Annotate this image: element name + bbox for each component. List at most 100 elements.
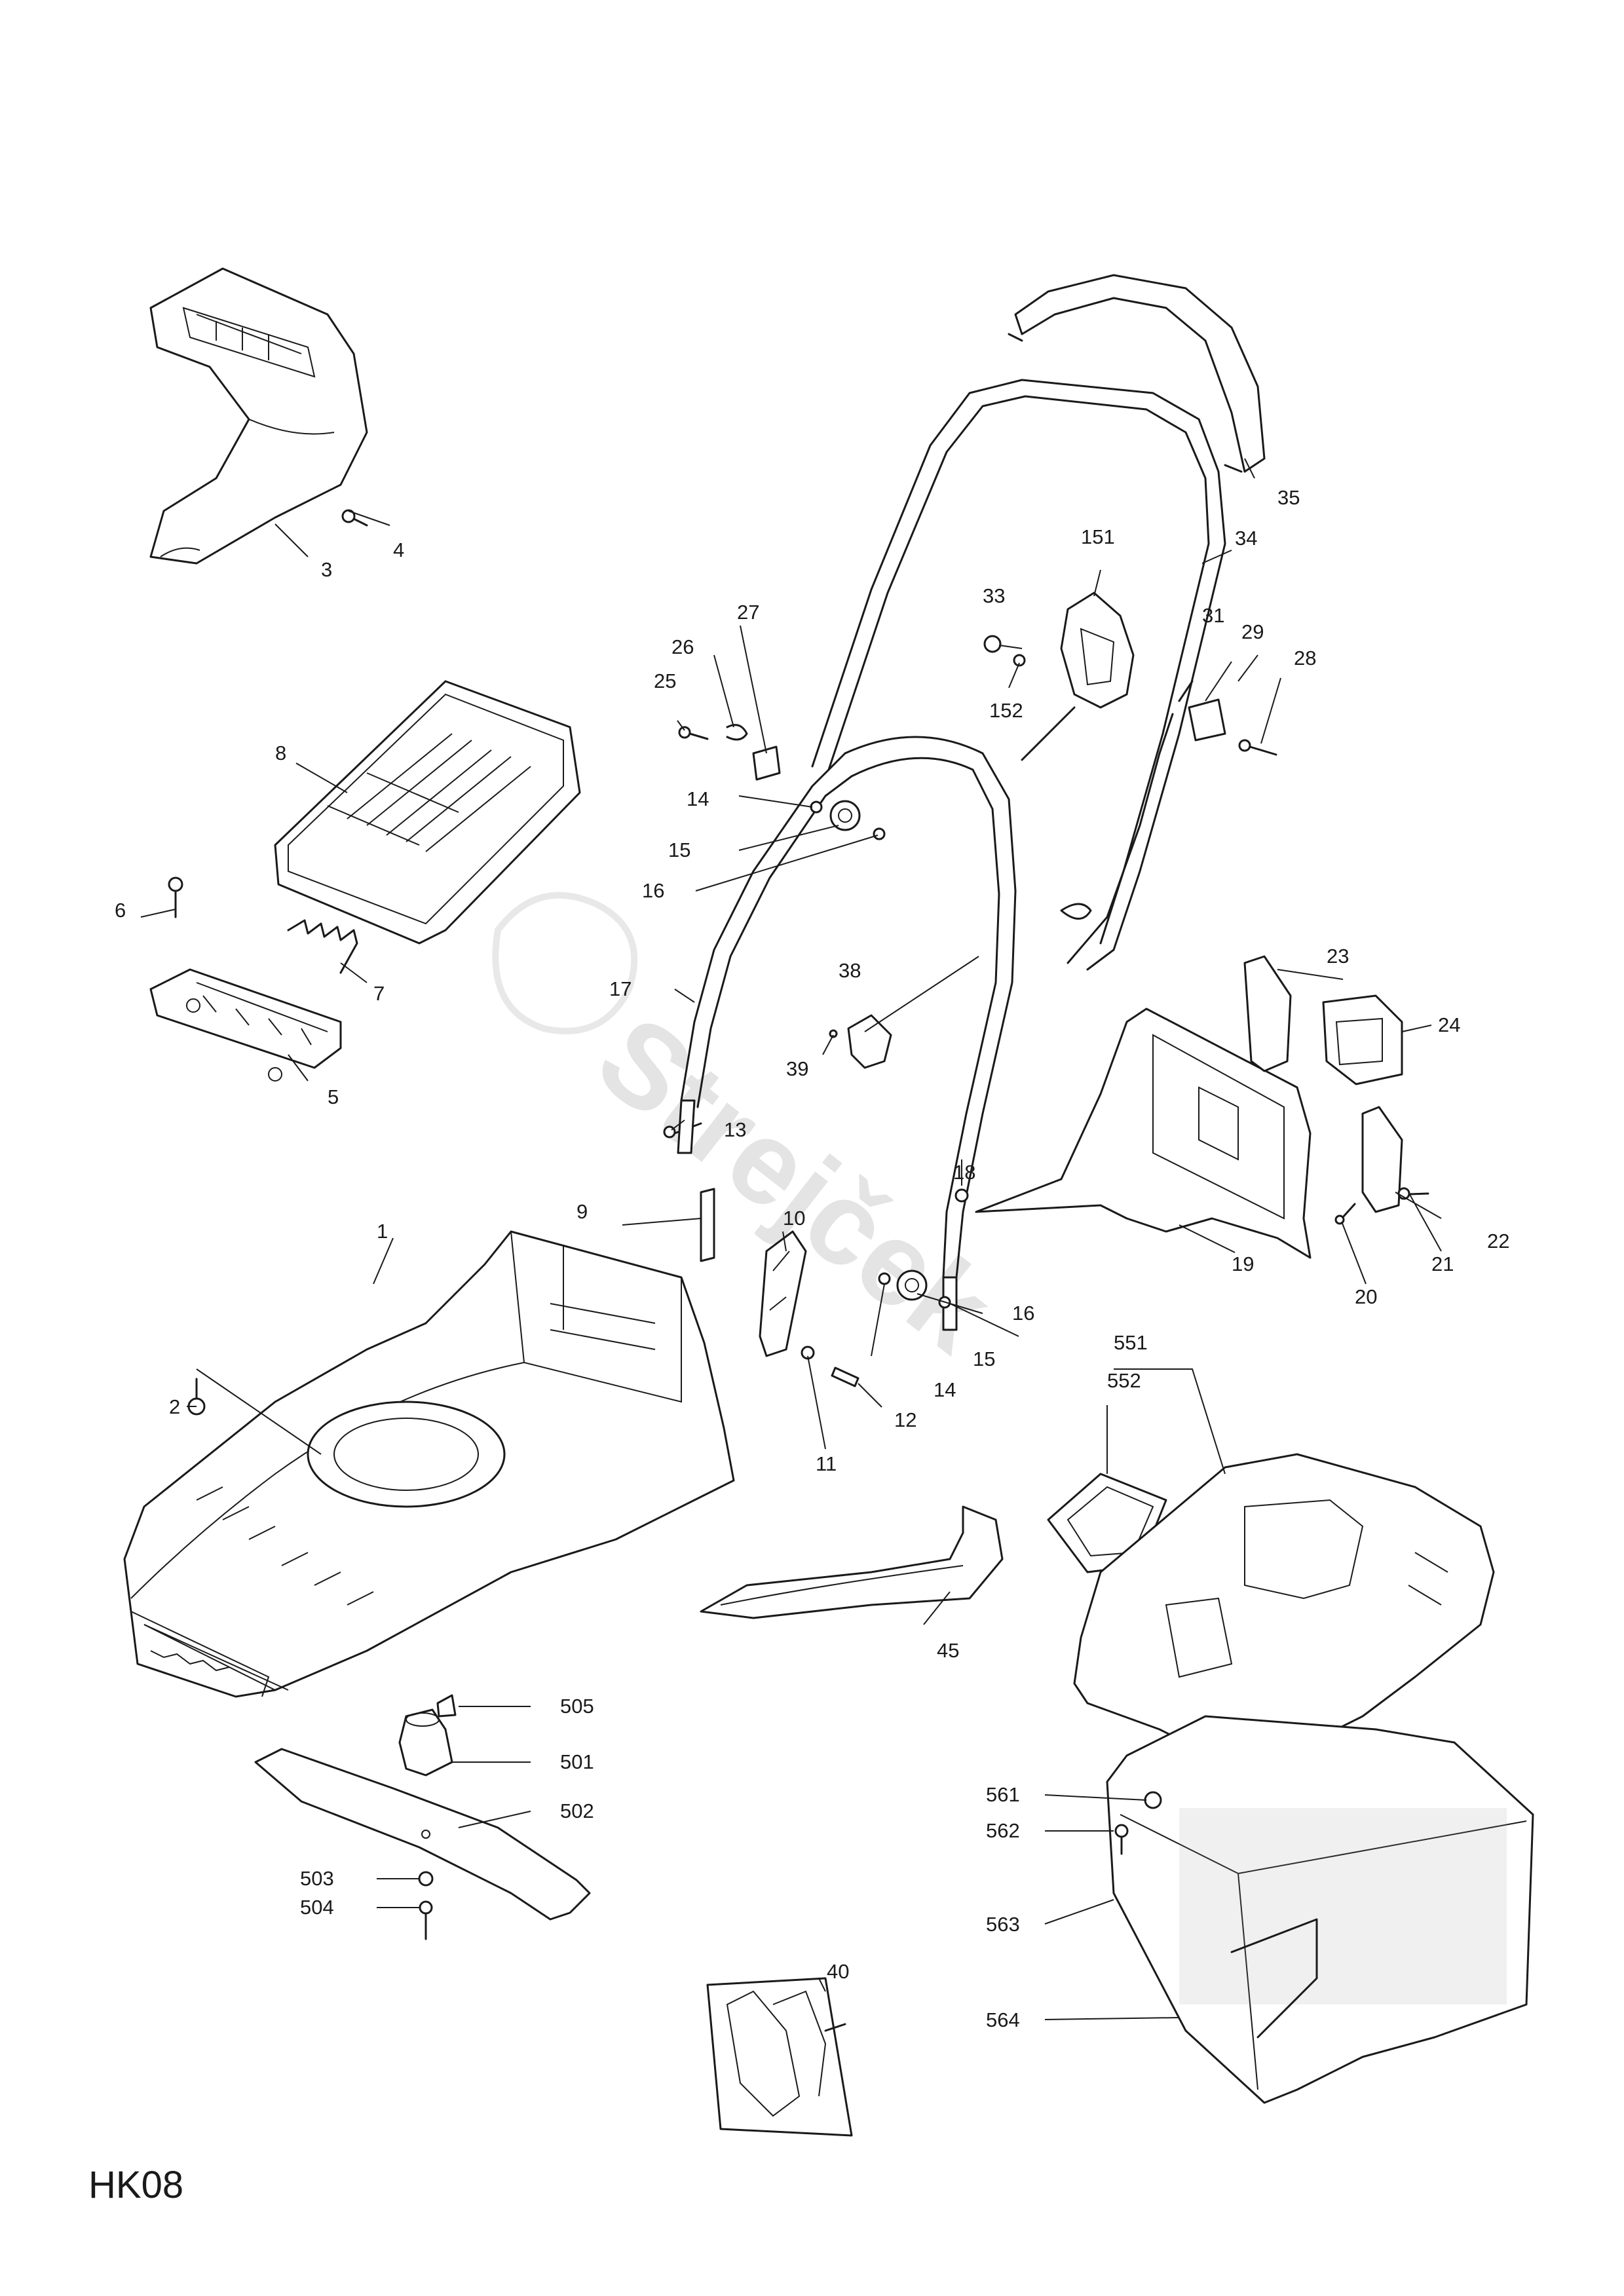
- label-31: 31: [1202, 604, 1224, 627]
- part-5-hinge[interactable]: [149, 968, 342, 1082]
- label-27: 27: [737, 601, 759, 624]
- part-1-deck[interactable]: [123, 1230, 735, 1698]
- label-4: 4: [393, 538, 404, 561]
- label-45: 45: [937, 1639, 959, 1662]
- label-551: 551: [1114, 1331, 1148, 1354]
- label-18: 18: [953, 1161, 975, 1184]
- part-3-cover[interactable]: [149, 267, 368, 565]
- label-2: 2: [169, 1395, 180, 1418]
- part-561-washer[interactable]: [1144, 1791, 1162, 1809]
- part-9-bracket[interactable]: [700, 1188, 715, 1262]
- part-151-control[interactable]: [1060, 592, 1135, 709]
- label-6: 6: [115, 899, 126, 922]
- part-16-nut-upper[interactable]: [873, 827, 886, 840]
- label-29: 29: [1241, 620, 1264, 643]
- part-23-hinge[interactable]: [1243, 955, 1292, 1072]
- label-21: 21: [1431, 1252, 1454, 1275]
- label-8: 8: [275, 742, 286, 764]
- label-26: 26: [671, 635, 694, 658]
- part-33-nut[interactable]: [983, 635, 1002, 653]
- label-11: 11: [816, 1452, 837, 1475]
- label-19: 19: [1232, 1252, 1254, 1275]
- label-22: 22: [1487, 1230, 1509, 1252]
- label-10: 10: [783, 1207, 805, 1230]
- label-28: 28: [1294, 647, 1316, 669]
- label-35: 35: [1277, 486, 1300, 509]
- part-504-bolt[interactable]: [419, 1900, 433, 1940]
- part-31-cable[interactable]: [1021, 680, 1194, 964]
- part-4-screw[interactable]: [341, 509, 368, 527]
- label-563: 563: [986, 1913, 1020, 1936]
- label-23: 23: [1327, 945, 1349, 968]
- part-7-spring[interactable]: [287, 919, 358, 974]
- part-2-bolt[interactable]: [187, 1378, 206, 1416]
- part-35-grip[interactable]: [1008, 274, 1266, 473]
- part-labels: 1 2 3 4 5 6 7 8 9 10 11 12 13 14 15 16 1…: [115, 486, 1509, 2031]
- part-39-pin[interactable]: [829, 1029, 838, 1038]
- part-505-cap[interactable]: [436, 1694, 457, 1718]
- part-152-washer[interactable]: [1013, 654, 1026, 667]
- part-21-hinge[interactable]: [1361, 1106, 1403, 1213]
- label-564: 564: [986, 2008, 1020, 2031]
- part-8-panel[interactable]: [274, 680, 581, 945]
- part-501-hub[interactable]: [398, 1708, 453, 1777]
- label-562: 562: [986, 1819, 1020, 1842]
- label-14b: 14: [934, 1378, 956, 1401]
- part-18-screw[interactable]: [954, 1188, 969, 1203]
- label-152: 152: [989, 699, 1023, 722]
- part-19-rear-flap[interactable]: [975, 1007, 1312, 1259]
- label-33: 33: [983, 584, 1005, 607]
- label-13: 13: [724, 1118, 746, 1141]
- label-34: 34: [1235, 527, 1257, 550]
- leader-lines: [140, 458, 1442, 2020]
- label-40: 40: [827, 1960, 849, 1983]
- label-151: 151: [1081, 525, 1115, 548]
- part-6-bolt[interactable]: [168, 876, 183, 918]
- part-27-plate[interactable]: [752, 745, 781, 781]
- part-562-screw[interactable]: [1114, 1824, 1129, 1855]
- part-34-upper-handle[interactable]: [811, 379, 1226, 971]
- part-40-decal[interactable]: [706, 1977, 853, 2137]
- diagram-code: HK08: [88, 2164, 183, 2206]
- label-552: 552: [1107, 1369, 1141, 1392]
- label-505: 505: [560, 1695, 594, 1718]
- part-29-block[interactable]: [1188, 698, 1226, 742]
- label-504: 504: [300, 1896, 334, 1919]
- part-38-knob[interactable]: [847, 1014, 892, 1069]
- part-503-washer[interactable]: [418, 1871, 434, 1887]
- label-25: 25: [654, 669, 676, 692]
- part-28-screw[interactable]: [1238, 739, 1277, 756]
- part-14-washer-lower[interactable]: [878, 1272, 891, 1285]
- part-15-knob-lower[interactable]: [896, 1270, 928, 1301]
- part-502-blade[interactable]: [254, 1748, 591, 1921]
- label-16b: 16: [1012, 1302, 1034, 1325]
- label-12: 12: [894, 1408, 916, 1431]
- label-9: 9: [576, 1200, 588, 1223]
- label-38: 38: [839, 959, 861, 982]
- part-20-screw[interactable]: [1334, 1203, 1356, 1225]
- label-15b: 15: [973, 1347, 995, 1370]
- label-5: 5: [328, 1085, 339, 1108]
- label-561: 561: [986, 1783, 1020, 1806]
- part-563-bag-frame[interactable]: [1106, 1715, 1534, 2104]
- part-10-clip[interactable]: [759, 1230, 807, 1357]
- part-25-screw[interactable]: [678, 726, 709, 740]
- part-551-bag-top[interactable]: [1073, 1453, 1495, 1757]
- label-7: 7: [373, 982, 385, 1005]
- part-45-chute[interactable]: [700, 1505, 1004, 1619]
- part-24-cap[interactable]: [1322, 994, 1403, 1085]
- label-3: 3: [321, 558, 332, 581]
- part-26-clip[interactable]: [726, 724, 748, 741]
- part-15-knob-upper[interactable]: [829, 800, 861, 831]
- label-1: 1: [377, 1220, 388, 1243]
- label-14a: 14: [687, 787, 709, 810]
- label-16a: 16: [642, 879, 664, 902]
- label-15a: 15: [668, 838, 690, 861]
- label-39: 39: [786, 1057, 808, 1080]
- part-12-bolt[interactable]: [831, 1366, 859, 1387]
- label-501: 501: [560, 1750, 594, 1773]
- part-14-washer-upper[interactable]: [810, 800, 823, 814]
- label-24: 24: [1438, 1013, 1460, 1036]
- label-502: 502: [560, 1799, 594, 1822]
